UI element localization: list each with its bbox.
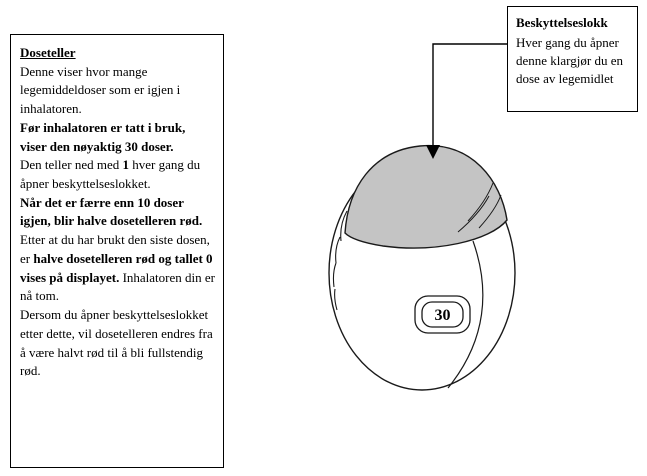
callout-arrow-line bbox=[432, 43, 507, 147]
paragraph-text: hver gang du åpner beskyttelseslokket. bbox=[20, 157, 201, 192]
paragraph-text: Inhalatoren din er nå tom. bbox=[20, 269, 215, 304]
protective-cap bbox=[344, 144, 508, 249]
protective-cap-callout-box: Beskyttelseslokk Hver gang du åpner denn… bbox=[507, 6, 638, 112]
dose-counter-paragraph: Den teller ned med 1 hver gang du åpner … bbox=[20, 156, 215, 193]
inhaler-seam-line bbox=[447, 240, 484, 389]
cap-ridge-lines bbox=[457, 182, 502, 233]
paragraph-text: Når det er færre enn 10 doser igjen, bli… bbox=[20, 194, 203, 229]
dose-counter-value: 30 bbox=[435, 307, 451, 324]
paragraph-text: Den teller ned med bbox=[20, 157, 123, 173]
inhaler-grip-lines bbox=[332, 210, 348, 311]
dose-counter-display bbox=[421, 301, 464, 328]
protective-cap-body: Hver gang du åpner denne klargjør du en … bbox=[516, 34, 623, 86]
callout-arrow-head-icon bbox=[426, 145, 440, 159]
inhaler-illustration: 30 bbox=[328, 43, 516, 391]
dose-counter-paragraph: Når det er færre enn 10 doser igjen, bli… bbox=[20, 194, 215, 231]
dose-counter-paragraph: Etter at du har brukt den siste dosen, e… bbox=[20, 231, 215, 306]
paragraph-text: halve dosetelleren rød og tallet 0 vises… bbox=[20, 250, 213, 285]
paragraph-text: 1 bbox=[122, 157, 130, 173]
dose-counter-title: Doseteller bbox=[20, 45, 76, 60]
protective-cap-title: Beskyttelseslokk bbox=[516, 15, 608, 30]
paragraph-text: Før inhalatoren er tatt i bruk, viser de… bbox=[20, 119, 186, 154]
paragraph-text: Dersom du åpner beskyttelseslokket etter… bbox=[20, 307, 213, 379]
dose-counter-paragraph: Dersom du åpner beskyttelseslokket etter… bbox=[20, 306, 215, 381]
dose-counter-info-box: Doseteller Denne viser hvor mange legemi… bbox=[10, 34, 224, 468]
dose-counter-paragraph: Før inhalatoren er tatt i bruk, viser de… bbox=[20, 119, 215, 156]
paragraph-text: Etter at du har brukt den siste dosen, e… bbox=[20, 232, 210, 266]
paragraph-text: Denne viser hvor mange legemiddeldoser s… bbox=[20, 63, 181, 117]
dose-counter-paragraph: Denne viser hvor mange legemiddeldoser s… bbox=[20, 63, 215, 119]
